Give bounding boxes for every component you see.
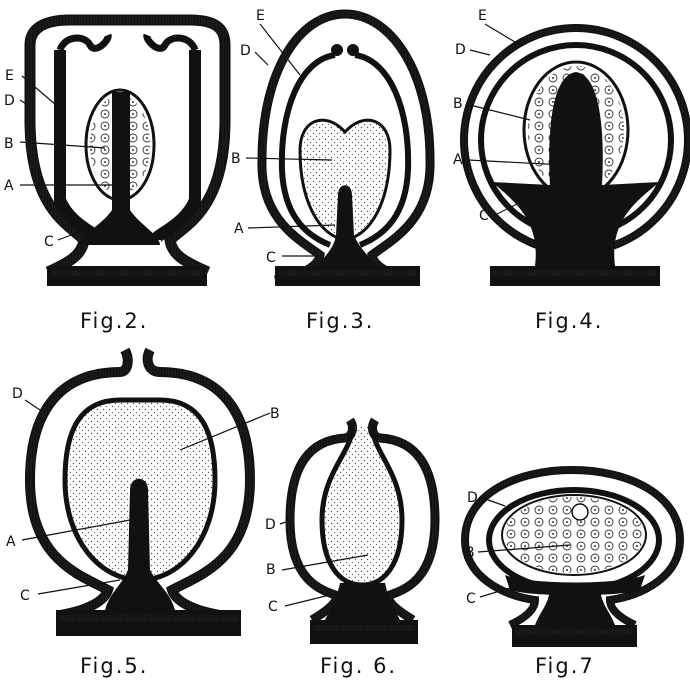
fig7-base xyxy=(512,625,637,647)
fig5-base xyxy=(56,610,241,636)
fig6-base xyxy=(310,620,418,644)
fig5-label-A: A xyxy=(6,534,16,550)
fig3-label-B: B xyxy=(231,151,241,167)
fig5-caption: Fig.5. xyxy=(80,654,148,678)
fig6-caption: Fig. 6. xyxy=(320,654,397,678)
fig7-label-B: B xyxy=(465,545,475,561)
fig3-label-E: E xyxy=(256,8,265,24)
fig7-caption: Fig.7 xyxy=(535,654,595,678)
fig3-label-D: D xyxy=(240,43,251,59)
figure-6 xyxy=(290,420,435,644)
fig6-label-B: B xyxy=(266,562,276,578)
figure-3 xyxy=(262,14,430,286)
fig2-caption: Fig.2. xyxy=(80,309,148,333)
fig4-label-A: A xyxy=(453,152,463,168)
fig5-label-D: D xyxy=(12,386,23,402)
fig4-label-D: D xyxy=(455,42,466,58)
figure-2 xyxy=(30,20,225,286)
fig2-label-B: B xyxy=(4,136,14,152)
fig2-label-D: D xyxy=(4,93,15,109)
fig4-caption: Fig.4. xyxy=(535,309,603,333)
fig6-label-C: C xyxy=(268,599,278,615)
fig3-label-A: A xyxy=(234,221,244,237)
fig4-label-B: B xyxy=(453,96,463,112)
fig2-label-C: C xyxy=(44,234,54,250)
fig7-nucellus xyxy=(535,590,615,625)
fig3-caption: Fig.3. xyxy=(306,309,374,333)
fig5-label-C: C xyxy=(20,588,30,604)
fig7-label-C: C xyxy=(466,591,476,607)
fig4-label-E: E xyxy=(478,8,487,24)
fig7-label-D: D xyxy=(467,490,478,506)
fig3-label-C: C xyxy=(266,250,276,266)
fig5-label-B: B xyxy=(270,406,280,422)
figure-7 xyxy=(465,470,680,647)
figure-5 xyxy=(30,350,250,636)
fig4-label-C: C xyxy=(479,208,489,224)
fig6-nucellus xyxy=(325,583,400,620)
fig2-label-E: E xyxy=(5,68,14,84)
figure-4 xyxy=(464,28,688,286)
fig6-label-D: D xyxy=(265,517,276,533)
fig2-label-A: A xyxy=(4,178,14,194)
